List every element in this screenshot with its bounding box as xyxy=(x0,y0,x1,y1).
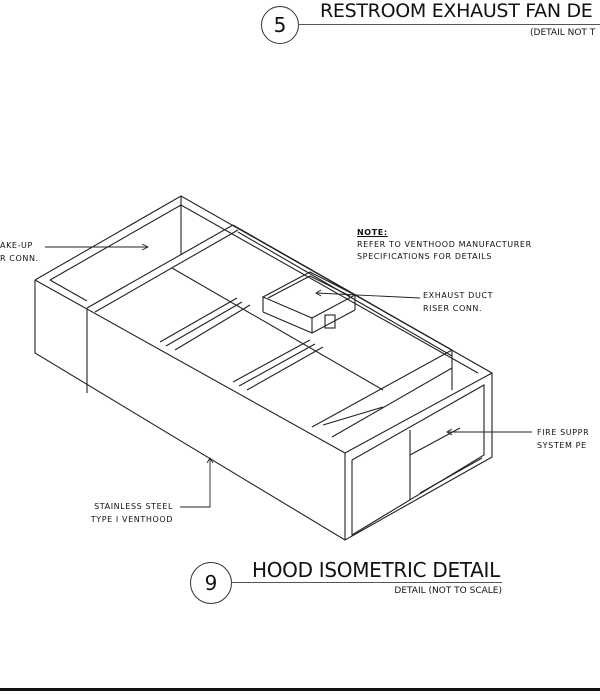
note-line-1: REFER TO VENTHOOD MANUFACTURER xyxy=(357,240,532,249)
fire-line-1: FIRE SUPPR xyxy=(537,428,590,437)
makeup-air-label: AKE-UP R CONN. xyxy=(0,239,39,265)
hood-line-1: STAINLESS STEEL xyxy=(94,502,173,511)
note-heading: NOTE: xyxy=(357,228,388,237)
detail-9-bubble: 9 xyxy=(190,562,232,604)
detail-5-number: 5 xyxy=(273,13,287,37)
detail-5-bubble: 5 xyxy=(261,6,299,44)
leader-lines xyxy=(45,243,532,508)
detail-9-title: HOOD ISOMETRIC DETAIL xyxy=(252,558,500,582)
makeup-line-2: R CONN. xyxy=(0,254,39,263)
note-line-2: SPECIFICATIONS FOR DETAILS xyxy=(357,252,492,261)
right-end-opening xyxy=(351,384,485,536)
detail-5-title: RESTROOM EXHAUST FAN DE xyxy=(320,0,593,22)
detail-9-underline xyxy=(231,582,502,583)
exhaust-line-2: RISER CONN. xyxy=(423,304,483,313)
right-divider xyxy=(311,349,453,438)
makeup-line-1: AKE-UP xyxy=(0,241,33,250)
hood-inner-rim xyxy=(49,196,479,374)
hood-leader xyxy=(180,458,211,508)
detail-9-subtitle: DETAIL (NOT TO SCALE) xyxy=(394,586,502,596)
exhaust-duct-label: EXHAUST DUCT RISER CONN. xyxy=(423,289,493,315)
hood-line-2: TYPE I VENTHOOD xyxy=(90,515,173,524)
fire-suppression-label: FIRE SUPPR SYSTEM PE xyxy=(537,426,589,452)
fire-line-2: SYSTEM PE xyxy=(537,441,587,450)
detail-5-subtitle: (DETAIL NOT T xyxy=(530,28,596,38)
detail-9-number: 9 xyxy=(204,571,218,595)
exhaust-leader xyxy=(315,292,421,299)
exhaust-line-1: EXHAUST DUCT xyxy=(423,291,494,300)
note-block: NOTE: REFER TO VENTHOOD MANUFACTURER SPE… xyxy=(357,227,532,263)
filter-rails xyxy=(159,297,324,391)
sheet-border-line xyxy=(0,688,600,691)
exhaust-duct-box xyxy=(261,271,357,334)
detail-5-underline xyxy=(298,24,600,25)
venthood-label: STAINLESS STEEL TYPE I VENTHOOD xyxy=(60,500,173,526)
